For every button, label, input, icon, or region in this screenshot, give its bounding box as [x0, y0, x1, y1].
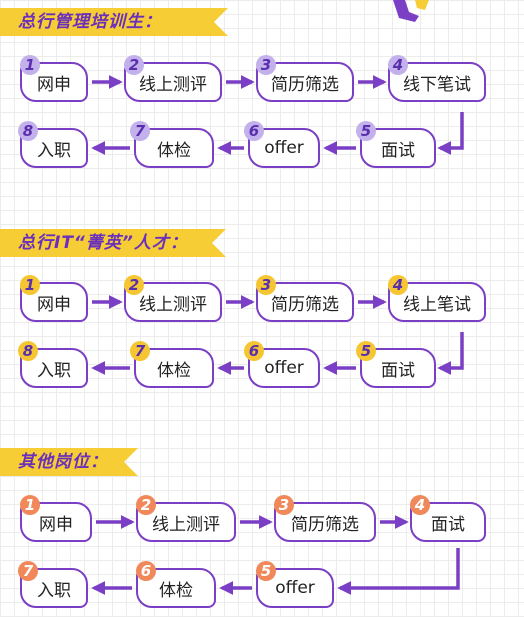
step-number-badge: 5: [256, 561, 276, 581]
step-label: 体检: [157, 360, 191, 381]
step-number-badge: 1: [20, 275, 40, 295]
step-number-badge: 1: [20, 55, 40, 75]
step-label: offer: [264, 138, 304, 158]
step-label: 入职: [37, 360, 71, 381]
step-label: 线下笔试: [403, 74, 471, 95]
step-label: 网申: [37, 294, 71, 315]
step-number-badge: 4: [388, 275, 408, 295]
step-box: offer: [256, 568, 334, 608]
step-number-badge: 5: [356, 341, 376, 361]
step-number-badge: 7: [18, 561, 38, 581]
step-number-badge: 6: [244, 341, 264, 361]
step-label: 网申: [39, 514, 73, 535]
step-label: 线上笔试: [403, 294, 471, 315]
step-number-badge: 7: [130, 121, 150, 141]
step-label: 面试: [381, 140, 415, 161]
step-label: 简历筛选: [271, 74, 339, 95]
step-label: 线上测评: [139, 294, 207, 315]
step-label: 线上测评: [139, 74, 207, 95]
arrow-down-left-icon: [437, 332, 464, 375]
step-number-badge: 7: [130, 341, 150, 361]
step-number-badge: 1: [20, 495, 40, 515]
step-box: 简历筛选: [274, 502, 376, 542]
step-label: offer: [275, 578, 315, 598]
step-label: offer: [264, 358, 304, 378]
step-number-badge: 8: [18, 121, 38, 141]
arrow-down-left-icon: [437, 112, 464, 155]
step-number-badge: 2: [136, 495, 156, 515]
step-box: 简历筛选: [256, 282, 354, 322]
step-number-badge: 6: [136, 561, 156, 581]
step-number-badge: 4: [410, 495, 430, 515]
step-label: 体检: [159, 580, 193, 601]
step-box: offer: [248, 128, 320, 168]
step-number-badge: 5: [356, 121, 376, 141]
step-label: 面试: [431, 514, 465, 535]
section-title-banner: 总行IT“菁英”人才：: [0, 229, 226, 257]
section-title-banner: 其他岗位：: [0, 448, 138, 476]
step-label: 网申: [37, 74, 71, 95]
arrow-down-left-icon: [337, 548, 460, 595]
step-number-badge: 2: [124, 55, 144, 75]
step-number-badge: 4: [388, 55, 408, 75]
step-box: 入职: [20, 128, 88, 168]
step-box: 网申: [20, 62, 88, 102]
section-title-banner: 总行管理培训生：: [0, 8, 228, 36]
step-label: 简历筛选: [291, 514, 359, 535]
step-label: 入职: [37, 580, 71, 601]
step-label: 面试: [381, 360, 415, 381]
step-number-badge: 3: [274, 495, 294, 515]
step-box: 线下笔试: [388, 62, 486, 102]
step-number-badge: 2: [124, 275, 144, 295]
step-number-badge: 8: [18, 341, 38, 361]
step-number-badge: 6: [244, 121, 264, 141]
step-number-badge: 3: [256, 55, 276, 75]
step-number-badge: 3: [256, 275, 276, 295]
person-illustration-icon: [393, 0, 429, 22]
step-label: 入职: [37, 140, 71, 161]
step-label: 体检: [157, 140, 191, 161]
step-label: 简历筛选: [271, 294, 339, 315]
step-box: 面试: [360, 128, 436, 168]
step-label: 线上测评: [152, 514, 220, 535]
step-box: 简历筛选: [256, 62, 354, 102]
